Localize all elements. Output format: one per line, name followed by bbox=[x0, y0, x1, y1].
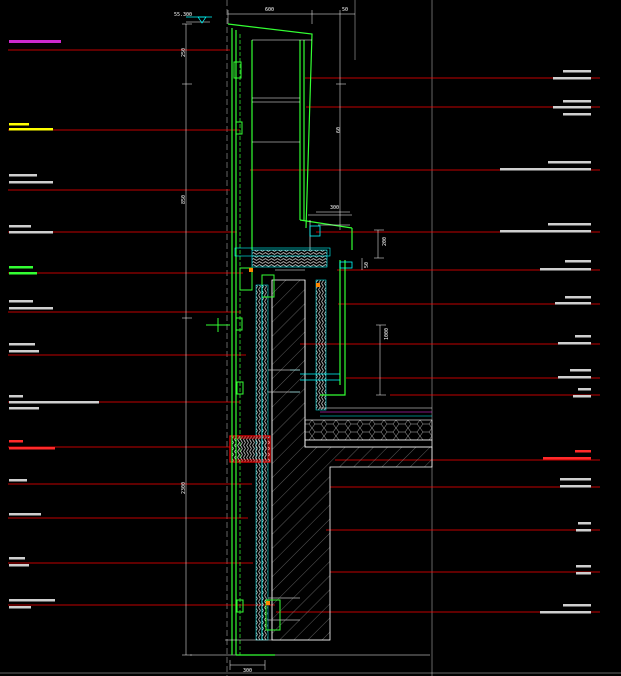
highlight-marks bbox=[249, 268, 320, 605]
elevation-marker bbox=[186, 16, 212, 24]
dim-left-upper: 250 bbox=[181, 48, 187, 57]
dim-top-elev: 55.300 bbox=[174, 12, 192, 18]
anchor-bolts bbox=[268, 369, 300, 621]
concrete-wall bbox=[271, 279, 433, 641]
anchor-brackets bbox=[206, 61, 281, 631]
dim-top-right: 50 bbox=[342, 7, 348, 13]
dim-ledge-w: 300 bbox=[330, 205, 339, 211]
floor-slab bbox=[304, 407, 433, 448]
dim-ledge-v: 50 bbox=[364, 262, 370, 268]
dimension-lines bbox=[182, 10, 386, 670]
dim-ledge-h: 200 bbox=[382, 237, 388, 246]
dim-top-width: 600 bbox=[265, 7, 274, 13]
dim-left-lower: 2300 bbox=[181, 482, 187, 494]
dim-left-mid: 850 bbox=[181, 195, 187, 204]
dim-bottom-width: 300 bbox=[243, 668, 252, 674]
left-labels bbox=[9, 40, 99, 609]
dim-right-lower: 1000 bbox=[384, 328, 390, 340]
dim-right-upper: 60 bbox=[336, 127, 342, 133]
frame-inner bbox=[225, 39, 352, 641]
dimension-text: 55.300 600 50 250 850 60 300 200 50 1000… bbox=[174, 7, 390, 674]
fire-barrier bbox=[229, 435, 271, 463]
cladding-profile bbox=[227, 23, 353, 656]
insulation-ledge bbox=[251, 249, 328, 268]
right-labels bbox=[500, 70, 591, 614]
